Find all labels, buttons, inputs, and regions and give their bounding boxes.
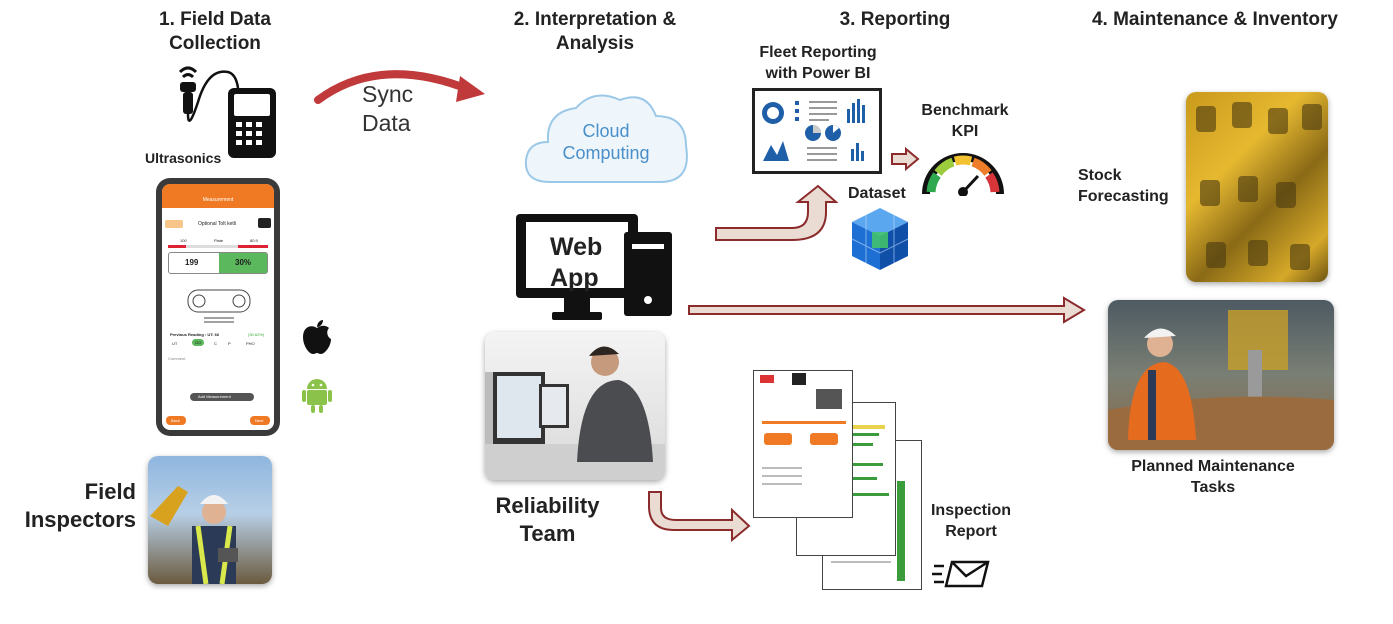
mode-go[interactable]: GO (192, 339, 205, 346)
phone-scale-bar (168, 245, 268, 248)
arrow-webapp-to-maintenance (688, 296, 1086, 324)
ultrasonics-label: Ultrasonics (145, 150, 222, 166)
phone-badge (165, 220, 183, 228)
step-2-line2: Analysis (555, 33, 635, 54)
cloud-icon (524, 94, 688, 183)
planned-maintenance-photo (1108, 300, 1334, 450)
arrow-webapp-to-reporting (715, 184, 838, 241)
dataset-cube-icon (851, 208, 909, 270)
report-page-1 (753, 370, 853, 518)
field-inspector-photo (148, 456, 272, 584)
apple-icon (303, 320, 331, 354)
mode-pho[interactable]: PHO (246, 341, 255, 346)
fleet-line2: with Power BI (765, 65, 871, 82)
cloud-label: Cloud Computing (540, 120, 672, 164)
mode-p[interactable]: P (228, 341, 231, 346)
sync-arrow-icon (314, 70, 485, 104)
step-2-line1: 2. Interpretation & (513, 9, 677, 30)
sync-data-label: Sync Data (362, 80, 413, 138)
step-1-line1: 1. Field Data (159, 9, 271, 30)
track-diagram-icon (187, 289, 251, 323)
inspection-line2: Report (945, 523, 997, 540)
reliability-line1: Reliability (495, 493, 600, 518)
benchmark-line2: KPI (951, 123, 979, 140)
fleet-line1: Fleet Reporting (759, 44, 877, 61)
step-4-header: 4. Maintenance & Inventory (1091, 9, 1338, 30)
phone-scale-right: 80.9 (250, 238, 258, 243)
stock-forecasting-label: Stock Forecasting (1078, 165, 1169, 207)
step-1-line2: Collection (169, 33, 261, 54)
mode-c[interactable]: C (214, 341, 217, 346)
arrow-report-to-kpi (891, 147, 920, 171)
phone-scale-mid: Plate (214, 238, 224, 243)
stock-line1: Stock (1078, 167, 1122, 184)
web-app-line1: Web (550, 233, 603, 261)
arrow-team-to-inspection (648, 491, 751, 542)
field-inspectors-line1: Field (84, 479, 136, 504)
reading-box[interactable]: 199 30% (168, 252, 268, 274)
dataset-label: Dataset (848, 185, 906, 202)
phone-header-title: Measurement (202, 197, 234, 203)
phone-scale-left: 100 (180, 238, 187, 243)
field-inspectors-line2: Inspectors (24, 507, 136, 532)
next-button[interactable]: Next (250, 416, 270, 425)
email-icon (932, 560, 990, 588)
back-label: Back (171, 418, 180, 423)
computer-icon (516, 214, 672, 320)
benchmark-kpi-label: Benchmark KPI (912, 100, 1018, 142)
mode-ut[interactable]: UT (172, 341, 178, 346)
step-1-header: 1. Field Data Collection (140, 8, 290, 56)
reliability-team-label: Reliability Team (490, 492, 605, 548)
step-2-header: 2. Interpretation & Analysis (490, 8, 700, 56)
reliability-line2: Team (519, 521, 576, 546)
gauge-icon (922, 153, 1004, 196)
sync-line2: Data (362, 110, 411, 136)
percent-box: 30% (219, 253, 267, 273)
stock-line2: Forecasting (1078, 188, 1169, 205)
previous-reading: Previous Reading : UT: 66 (170, 332, 220, 337)
add-measurement-label: Add Measurement (198, 394, 231, 399)
phone-screen: Measurement Optional Tolt ketli 100 Plat… (162, 184, 274, 430)
sync-line1: Sync (362, 81, 414, 107)
inspection-report-label: Inspection Report (924, 500, 1018, 542)
phone-subtitle: Optional Tolt ketli (198, 221, 236, 227)
percent-value: 30% (235, 258, 252, 267)
cloud-line2: Computing (562, 143, 650, 163)
comment-field[interactable]: Comment (168, 356, 186, 361)
planned-line2: Tasks (1190, 479, 1236, 496)
web-app-label: Web App (550, 232, 602, 294)
reading-value: 199 (185, 258, 199, 267)
camera-icon[interactable] (258, 218, 271, 228)
fleet-reporting-label: Fleet Reporting with Power BI (746, 42, 890, 84)
cloud-line1: Cloud (582, 121, 630, 141)
planned-line1: Planned Maintenance (1131, 458, 1295, 475)
add-measurement-button[interactable]: Add Measurement (190, 393, 254, 401)
benchmark-line1: Benchmark (921, 102, 1009, 119)
inspection-line1: Inspection (930, 502, 1011, 519)
previous-reading-pct: (30.62%) (248, 332, 265, 337)
web-app-line2: App (550, 264, 599, 292)
back-button[interactable]: Back (166, 416, 186, 425)
field-inspectors-label: Field Inspectors (16, 478, 136, 534)
reliability-team-photo (485, 332, 665, 480)
phone-header-bar: Measurement (162, 184, 274, 208)
track-chains-photo (1186, 92, 1328, 282)
step-3-header: 3. Reporting (839, 9, 951, 30)
android-icon (302, 379, 332, 413)
next-label: Next (255, 418, 264, 423)
ultrasonic-device-icon (178, 66, 276, 158)
mobile-app-phone: Measurement Optional Tolt ketli 100 Plat… (156, 178, 280, 436)
power-bi-dashboard (752, 88, 882, 174)
planned-maintenance-label: Planned Maintenance Tasks (1110, 456, 1316, 498)
